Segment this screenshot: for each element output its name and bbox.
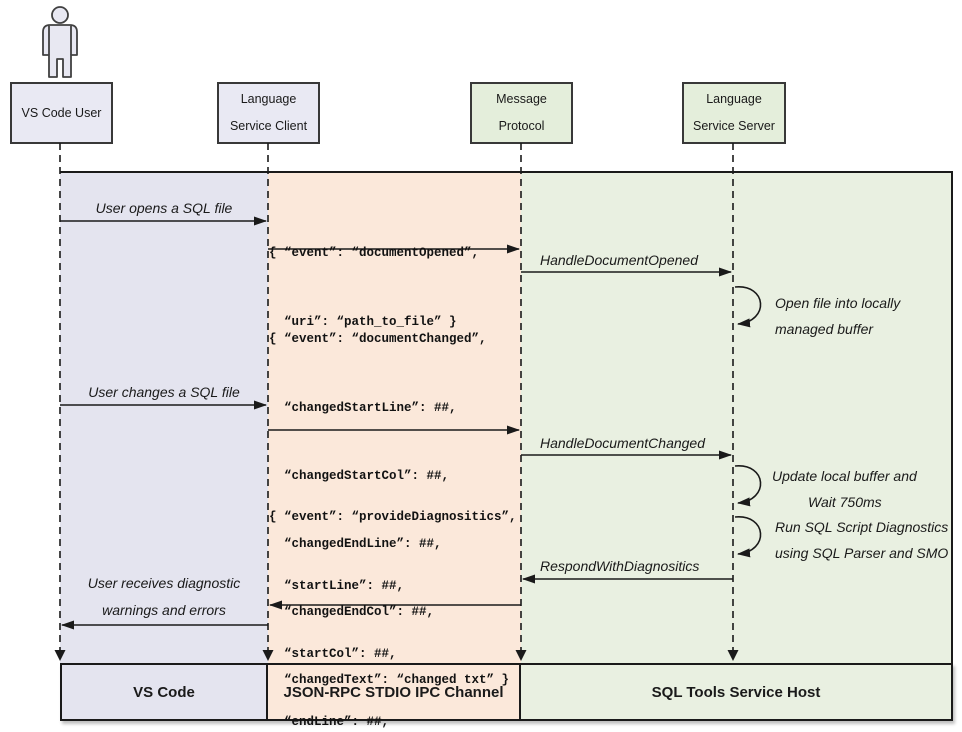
label-handle-document-opened: HandleDocumentOpened (540, 252, 698, 268)
swimlane-bands (60, 171, 953, 663)
label-update-buffer-line2: Wait 750ms (808, 494, 882, 510)
payload-line: “changedEndLine”: ##, (269, 536, 442, 551)
label-open-file-line1: Open file into locally (775, 295, 901, 311)
payload-line: { “event”: “provideDiagnositics”, (269, 510, 517, 525)
payload-line: “changedEndCol”: ##, (269, 604, 435, 619)
label-user-receives: User receives diagnostic warnings and er… (60, 570, 268, 624)
actor-box-vscode-user: VS Code User (10, 82, 113, 144)
label-update-buffer-line1: Update local buffer and (772, 468, 917, 484)
label-run-diagnostics-line1: Run SQL Script Diagnostics (775, 519, 949, 535)
label-open-file: Open file into locally managed buffer (775, 290, 900, 342)
label-user-changes: User changes a SQL file (88, 384, 240, 400)
payload-document-opened: { “event”: “documentOpened”, “uri”: “pat… (269, 197, 479, 379)
label-run-diagnostics: Run SQL Script Diagnostics using SQL Par… (775, 514, 948, 566)
actor-box-language-service-client: Language Service Client (217, 82, 320, 144)
actor-label: Protocol (498, 119, 545, 133)
actor-label: Service Server (693, 119, 775, 133)
user-actor-icon (42, 6, 78, 78)
label-update-buffer: Update local buffer and Wait 750ms (772, 463, 917, 515)
footer-row: VS Code JSON-RPC STDIO IPC Channel SQL T… (60, 663, 953, 721)
lane-vscode (60, 173, 268, 663)
lane-sql-tools-host (521, 173, 953, 663)
payload-line: { “event”: “documentChanged”, (269, 332, 487, 347)
payload-line: { “event”: “documentOpened”, (269, 246, 480, 261)
actor-label: Language (706, 92, 762, 106)
actor-label: VS Code User (21, 105, 102, 120)
payload-line: “endLine”: ##, (269, 714, 390, 729)
actor-box-language-service-server: Language Service Server (682, 82, 786, 144)
label-run-diagnostics-line2: using SQL Parser and SMO (775, 545, 949, 561)
payload-line: “startCol”: ##, (269, 646, 397, 661)
actor-box-message-protocol: Message Protocol (470, 82, 573, 144)
footer-box-sql-tools-host: SQL Tools Service Host (521, 665, 951, 719)
payload-line: “changedStartLine”: ##, (269, 400, 457, 415)
footer-label-vscode: VS Code (133, 683, 195, 701)
label-respond-with-diagnostics: RespondWithDiagnositics (540, 558, 700, 574)
footer-label-ipc-channel: JSON-RPC STDIO IPC Channel (283, 683, 504, 701)
footer-box-vscode: VS Code (62, 665, 268, 719)
label-open-file-line2: managed buffer (775, 321, 874, 337)
payload-provide-diagnostics: { “event”: “provideDiagnositics”, “start… (269, 461, 517, 732)
label-user-opens: User opens a SQL file (95, 200, 233, 216)
actor-label: Language (240, 92, 297, 106)
footer-label-sql-tools-host: SQL Tools Service Host (651, 683, 821, 701)
actor-label: Message (496, 92, 547, 106)
label-handle-document-changed: HandleDocumentChanged (540, 435, 705, 451)
footer-box-ipc-channel: JSON-RPC STDIO IPC Channel (268, 665, 521, 719)
payload-line: “startLine”: ##, (269, 578, 405, 593)
payload-document-changed: { “event”: “documentChanged”, “changedSt… (269, 283, 509, 732)
payload-line: “uri”: “path_to_file” } (269, 314, 457, 329)
label-user-receives-line1: User receives diagnostic (87, 575, 241, 591)
lane-json-rpc-channel (268, 173, 521, 663)
actor-label: Service Client (229, 119, 308, 133)
label-user-receives-line2: warnings and errors (102, 602, 226, 618)
payload-line: “changedStartCol”: ##, (269, 468, 450, 483)
payload-line: “changedText”: “changed txt” } (269, 672, 510, 687)
